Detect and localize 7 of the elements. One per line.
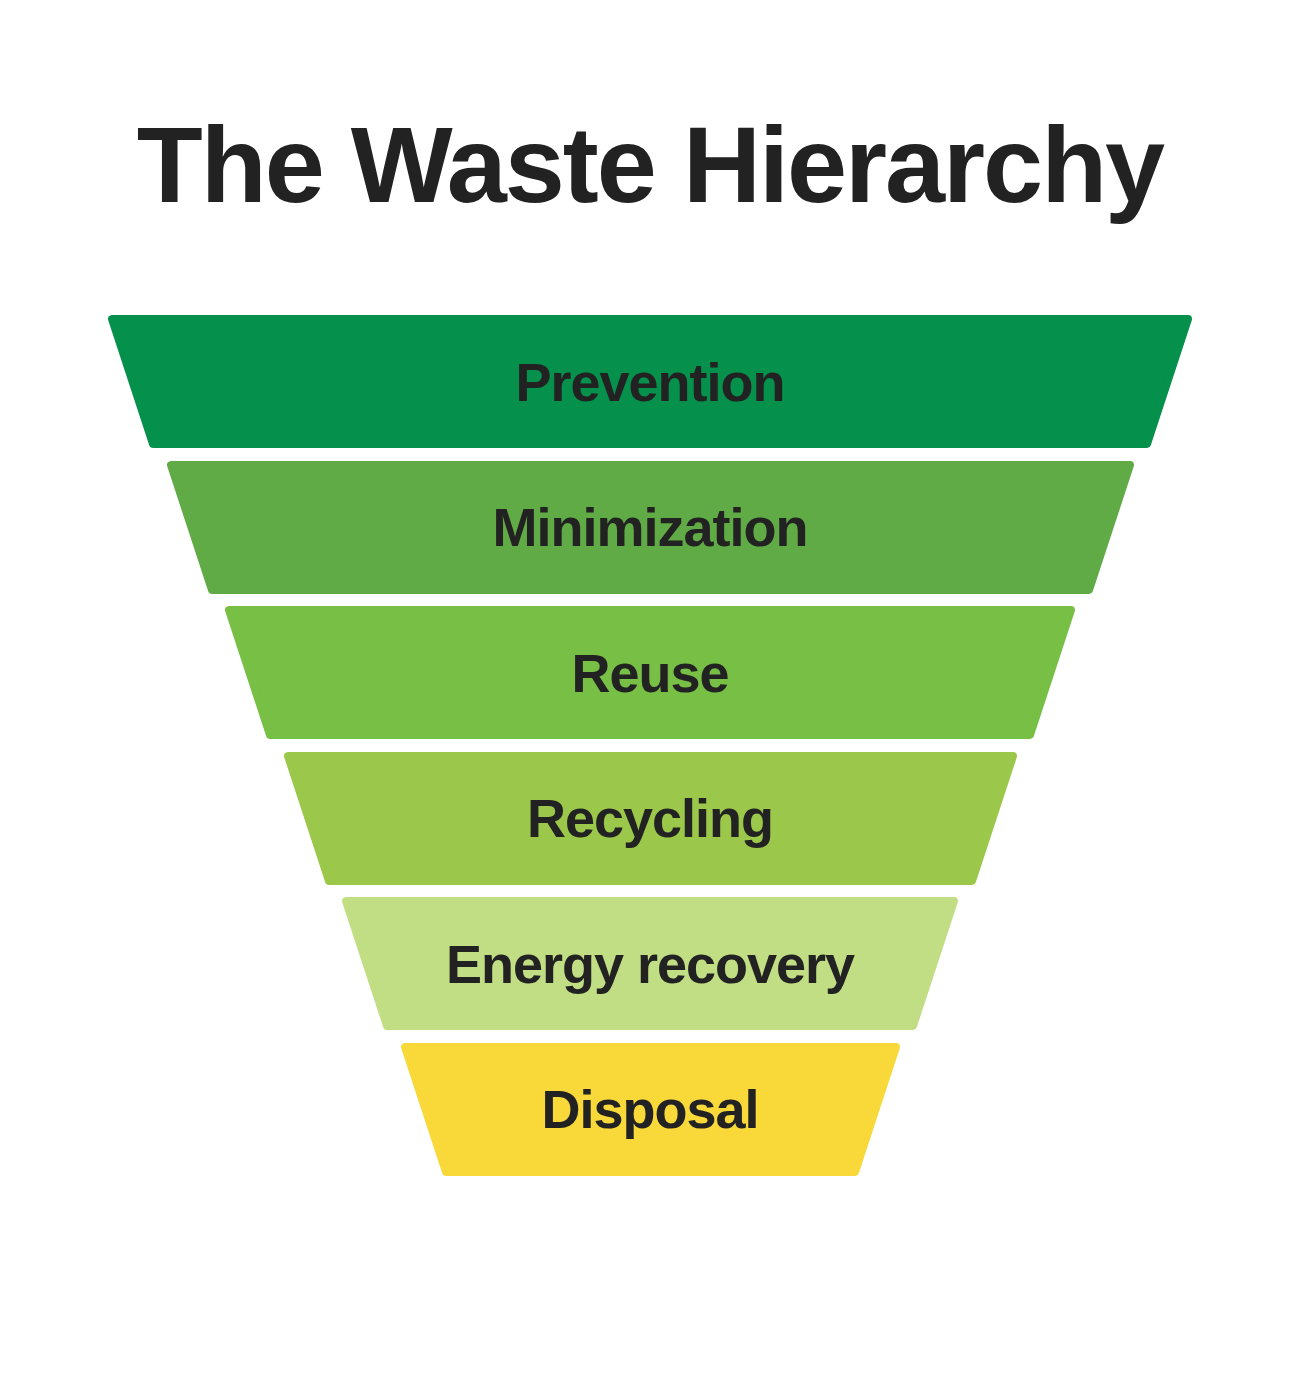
band-label: Energy recovery bbox=[445, 932, 855, 995]
band-label: Reuse bbox=[571, 641, 729, 704]
diagram-title: The Waste Hierarchy bbox=[135, 105, 1166, 225]
band-label: Recycling bbox=[526, 787, 774, 849]
band-label: Disposal bbox=[541, 1078, 759, 1140]
band-label: Prevention bbox=[515, 350, 785, 413]
band-label: Minimization bbox=[492, 496, 808, 558]
